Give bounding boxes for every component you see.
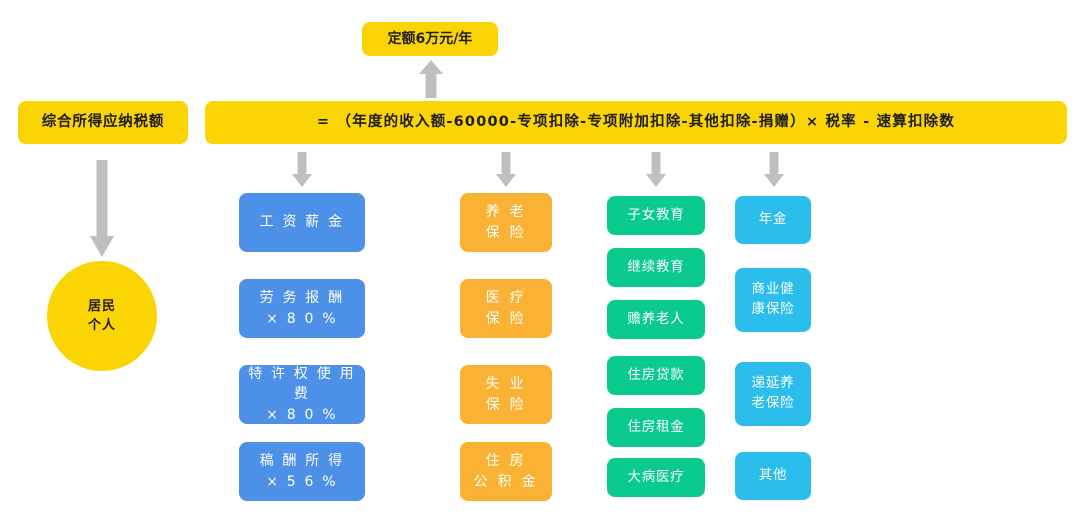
special-deduction-card-unemployment: 失 业 保 险 — [460, 365, 552, 424]
formula-box: = （年度的收入额-60000-专项扣除-专项附加扣除-其他扣除-捐赠）× 税率… — [205, 101, 1067, 144]
quota-box: 定额6万元/年 — [362, 22, 498, 56]
additional-deduction-card-elderly-support: 赡养老人 — [607, 300, 705, 339]
arrow-up-to-quota — [418, 60, 444, 98]
taxable-amount-box: 综合所得应纳税额 — [18, 101, 188, 144]
additional-deduction-card-serious-illness: 大病医疗 — [607, 458, 705, 497]
additional-deduction-card-housing-rent: 住房租金 — [607, 408, 705, 447]
special-deduction-card-housing-fund: 住 房 公 积 金 — [460, 442, 552, 501]
additional-deduction-card-housing-loan: 住房贷款 — [607, 356, 705, 395]
income-card-labor-remuneration: 劳 务 报 酬 × 8 0 % — [239, 279, 365, 338]
arrow-down-to-special-deduction-column — [494, 152, 518, 188]
other-deduction-card-other: 其他 — [735, 452, 811, 500]
additional-deduction-card-children-education: 子女教育 — [607, 196, 705, 235]
income-card-salary: 工 资 薪 金 — [239, 193, 365, 252]
other-deduction-card-deferred-pension-insurance: 递延养 老保险 — [735, 362, 811, 426]
arrow-down-to-income-column — [290, 152, 314, 188]
other-deduction-card-annuity: 年金 — [735, 196, 811, 244]
other-deduction-card-commercial-health-insurance: 商业健 康保险 — [735, 268, 811, 332]
arrow-down-to-resident — [87, 160, 117, 258]
special-deduction-card-pension: 养 老 保 险 — [460, 193, 552, 252]
income-card-author-remuneration: 稿 酬 所 得 × 5 6 % — [239, 442, 365, 501]
income-card-royalty: 特 许 权 使 用 费 × 8 0 % — [239, 365, 365, 424]
arrow-down-to-special-additional-column — [644, 152, 668, 188]
special-deduction-card-medical: 医 疗 保 险 — [460, 279, 552, 338]
additional-deduction-card-continuing-education: 继续教育 — [607, 248, 705, 287]
resident-individual-circle: 居民 个人 — [47, 261, 157, 371]
arrow-down-to-other-deduction-column — [762, 152, 786, 188]
